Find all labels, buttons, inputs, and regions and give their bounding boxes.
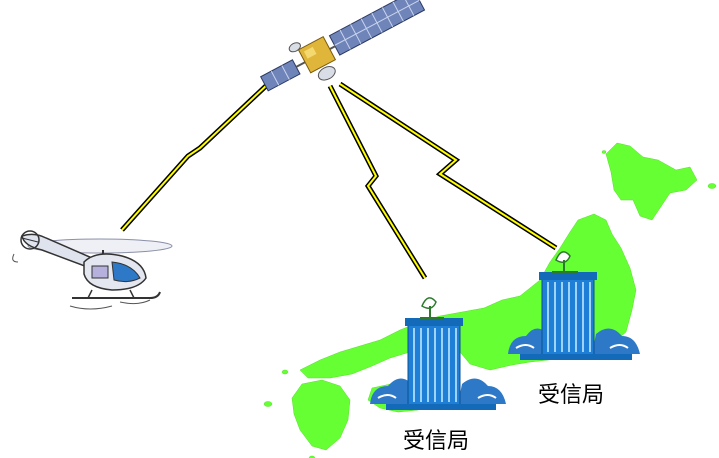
satellite-icon (259, 0, 426, 92)
helicopter-icon (12, 230, 173, 310)
link-east-station (338, 81, 558, 251)
link-helicopter (120, 82, 270, 232)
japan-map (263, 142, 717, 458)
station-label-west: 受信局 (403, 429, 470, 454)
station-label-east: 受信局 (538, 383, 605, 408)
receiving-station-icon (508, 251, 640, 360)
receiving-station-icon (370, 297, 506, 410)
link-west-station (327, 84, 428, 280)
